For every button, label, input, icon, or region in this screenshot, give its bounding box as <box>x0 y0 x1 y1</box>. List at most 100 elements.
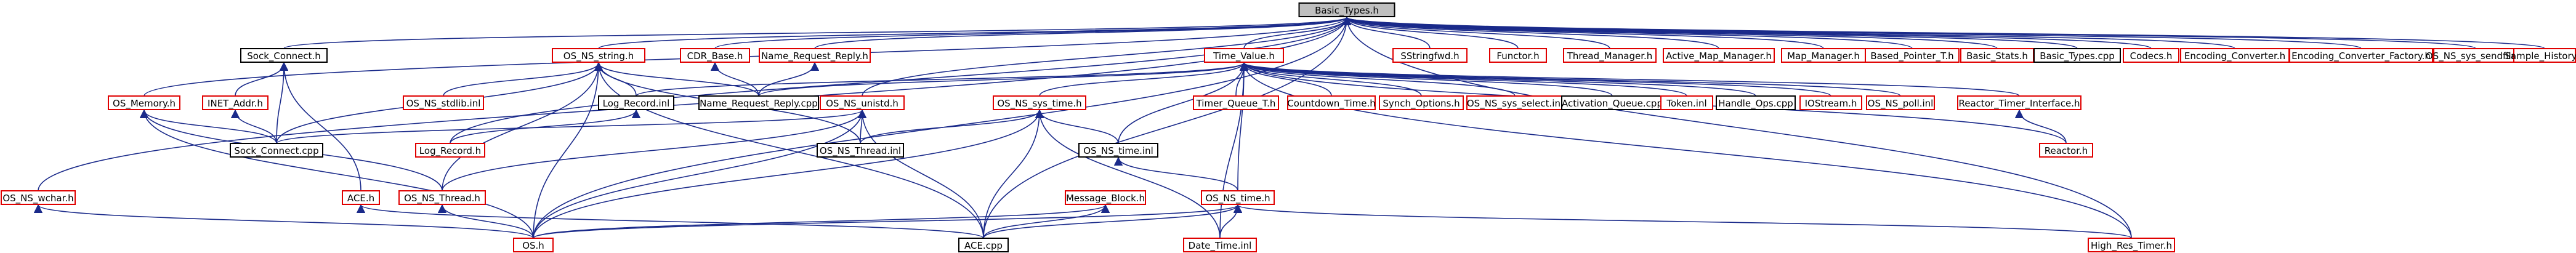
edge-high_res_timer_h-to-time_value_h <box>1239 62 2132 239</box>
node-box <box>108 95 180 110</box>
node-label: Log_Record.h <box>419 145 481 157</box>
node-label: OS_NS_sys_sendfile.h <box>2426 50 2526 62</box>
node-time_value_h[interactable]: Time_Value.h <box>1204 48 1284 63</box>
node-box <box>398 190 486 205</box>
node-box <box>2513 48 2576 63</box>
node-os_ns_time_inl[interactable]: OS_NS_time.inl <box>1078 143 1158 158</box>
node-os_ns_string_h[interactable]: OS_NS_string.h <box>552 48 645 63</box>
node-label: Basic_Stats.h <box>1966 50 2028 62</box>
node-codecs_h[interactable]: Codecs.h <box>2123 48 2179 63</box>
node-os_ns_wchar_h[interactable]: OS_NS_wchar.h <box>1 190 76 205</box>
node-sock_connect_cpp[interactable]: Sock_Connect.cpp <box>230 143 323 158</box>
node-ace_cpp[interactable]: ACE.cpp <box>958 238 1009 252</box>
edge-name_request_reply_h-to-basic_types_h <box>814 16 1351 49</box>
node-map_manager_h[interactable]: Map_Manager.h <box>1781 48 1866 63</box>
edge-sock_connect_cpp-to-sock_connect_h <box>276 62 289 144</box>
node-log_record_inl[interactable]: Log_Record.inl <box>598 95 674 110</box>
node-name_request_reply_cpp[interactable]: Name_Request_Reply.cpp <box>698 95 819 110</box>
node-ace_h[interactable]: ACE.h <box>342 190 380 205</box>
edge-name_request_reply_cpp-to-time_value_h <box>758 62 1248 97</box>
node-box <box>759 48 871 63</box>
node-label: Sock_Connect.h <box>247 50 320 62</box>
node-label: OS_NS_Thread.inl <box>820 145 901 157</box>
node-os_ns_sys_time_h[interactable]: OS_NS_sys_time.h <box>993 95 1086 110</box>
edge-os_ns_time_inl-to-time_value_h <box>1118 62 1249 144</box>
node-os_ns_time_h[interactable]: OS_NS_time.h <box>1201 190 1275 205</box>
node-encoding_converter_factory_h[interactable]: Encoding_Converter_Factory.h <box>2289 48 2433 63</box>
node-label: Activation_Queue.cpp <box>1562 98 1663 110</box>
node-synch_options_h[interactable]: Synch_Options.h <box>1379 95 1464 110</box>
node-iostream_h[interactable]: IOStream.h <box>1799 95 1862 110</box>
node-message_block_h[interactable]: Message_Block.h <box>1065 190 1146 205</box>
edge-reactor_h-to-reactor_timer_interface_h <box>2014 109 2067 144</box>
node-cdr_base_h[interactable]: CDR_Base.h <box>680 48 750 63</box>
edge-os_h-to-message_block_h <box>533 204 1110 239</box>
node-label: OS.h <box>522 240 544 251</box>
node-label: CDR_Base.h <box>687 50 743 62</box>
node-countdown_time_h[interactable]: Countdown_Time.h <box>1287 95 1376 110</box>
edge-date_time_inl-to-time_value_h <box>1219 62 1249 239</box>
node-label: Log_Record.inl <box>603 98 670 110</box>
node-handle_ops_cpp[interactable]: Handle_Ops.cpp <box>1716 95 1796 110</box>
node-functor_h[interactable]: Functor.h <box>1489 48 1547 63</box>
node-thread_manager_h[interactable]: Thread_Manager.h <box>1563 48 1657 63</box>
node-box <box>698 95 819 110</box>
node-label: Date_Time.inl <box>1189 240 1252 252</box>
node-date_time_inl[interactable]: Date_Time.inl <box>1183 238 1257 252</box>
node-encoding_converter_h[interactable]: Encoding_Converter.h <box>2180 48 2290 63</box>
node-box <box>1 190 76 205</box>
node-os_ns_sys_sendfile_h[interactable]: OS_NS_sys_sendfile.h <box>2426 48 2526 63</box>
node-reactor_timer_interface_h[interactable]: Reactor_Timer_Interface.h <box>1957 95 2081 110</box>
node-high_res_timer_h[interactable]: High_Res_Timer.h <box>2088 238 2175 252</box>
edge-log_record_inl-to-time_value_h <box>636 62 1248 97</box>
node-activation_queue_cpp[interactable]: Activation_Queue.cpp <box>1561 95 1663 110</box>
node-label: Active_Map_Manager.h <box>1666 50 1772 62</box>
node-label: High_Res_Timer.h <box>2091 240 2172 252</box>
node-box <box>1298 2 1395 17</box>
node-box <box>403 95 484 110</box>
node-based_pointer_t_h[interactable]: Based_Pointer_T.h <box>1865 48 1960 63</box>
node-name_request_reply_h[interactable]: Name_Request_Reply.h <box>759 48 871 63</box>
node-label: Time_Value.h <box>1213 50 1275 62</box>
node-sock_connect_h[interactable]: Sock_Connect.h <box>240 48 328 63</box>
node-os_ns_poll_inl[interactable]: OS_NS_poll.inl <box>1866 95 1935 110</box>
node-label: OS_NS_Thread.h <box>404 193 480 204</box>
node-box <box>513 238 554 252</box>
node-basic_types_cpp[interactable]: Basic_Types.cpp <box>2033 48 2121 63</box>
node-label: Basic_Types.cpp <box>2040 50 2115 62</box>
node-reactor_h[interactable]: Reactor.h <box>2039 143 2093 158</box>
node-label: Sock_Connect.cpp <box>234 145 318 157</box>
node-token_inl[interactable]: Token.inl <box>1660 95 1713 110</box>
node-os_ns_sys_select_inl[interactable]: OS_NS_sys_select.inl <box>1466 95 1564 110</box>
node-sample_history_h[interactable]: Sample_History.h <box>2505 48 2576 63</box>
node-label: OS_NS_sys_time.h <box>997 98 1081 110</box>
node-label: Sample_History.h <box>2505 50 2576 62</box>
edge-high_res_timer_h-to-os_ns_time_h <box>1233 204 2132 239</box>
node-os_memory_h[interactable]: OS_Memory.h <box>108 95 180 110</box>
node-label: Token.inl <box>1666 98 1706 109</box>
node-inet_addr_h[interactable]: INET_Addr.h <box>202 95 269 110</box>
node-sstringfwd_h[interactable]: SStringfwd.h <box>1392 48 1468 63</box>
node-basic_types_h[interactable]: Basic_Types.h <box>1298 2 1395 17</box>
node-box <box>1865 48 1960 63</box>
node-box <box>1663 48 1775 63</box>
node-log_record_h[interactable]: Log_Record.h <box>415 143 485 158</box>
node-box <box>240 48 328 63</box>
node-label: Synch_Options.h <box>1383 98 1460 110</box>
node-os_ns_unistd_h[interactable]: OS_NS_unistd.h <box>820 95 905 110</box>
node-os_ns_stdlib_inl[interactable]: OS_NS_stdlib.inl <box>403 95 484 110</box>
node-basic_stats_h[interactable]: Basic_Stats.h <box>1960 48 2034 63</box>
node-box <box>1563 48 1657 63</box>
node-box <box>1193 95 1279 110</box>
node-active_map_manager_h[interactable]: Active_Map_Manager.h <box>1663 48 1775 63</box>
node-os_ns_thread_inl[interactable]: OS_NS_Thread.inl <box>817 143 904 158</box>
node-box <box>2039 143 2093 158</box>
node-os_ns_thread_h[interactable]: OS_NS_Thread.h <box>398 190 486 205</box>
node-os_h[interactable]: OS.h <box>513 238 554 252</box>
node-box <box>1489 48 1547 63</box>
edge-os_ns_stdlib_inl-to-os_ns_string_h <box>443 62 604 97</box>
edge-ace_cpp-to-os_ns_unistd_h <box>857 109 984 239</box>
node-timer_queue_t_h[interactable]: Timer_Queue_T.h <box>1193 95 1279 110</box>
node-label: Functor.h <box>1496 50 1539 62</box>
